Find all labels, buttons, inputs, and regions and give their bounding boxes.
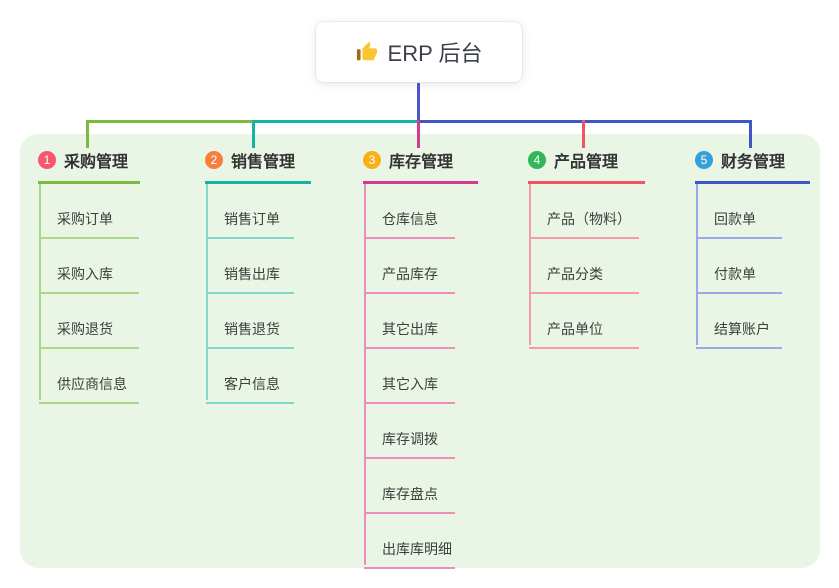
branch-item-label: 采购退货 <box>39 319 139 349</box>
branch-number-badge: 3 <box>363 151 381 169</box>
branch-stem-line <box>696 184 698 345</box>
branch-item-label: 产品分类 <box>529 264 639 294</box>
branch-header[interactable]: 2 销售管理 <box>205 146 311 184</box>
root-label: ERP 后台 <box>387 41 483 66</box>
branch-stem-line <box>39 184 41 400</box>
connector-drop-1 <box>86 120 89 148</box>
branch-item[interactable]: 销售订单 <box>206 184 311 239</box>
branch-item-label: 库存盘点 <box>364 484 455 514</box>
branch-title: 产品管理 <box>554 154 619 171</box>
branches-panel <box>20 134 820 568</box>
branch-item[interactable]: 库存盘点 <box>364 459 478 514</box>
branch-number-badge: 1 <box>38 151 56 169</box>
branch-item[interactable]: 产品（物料） <box>529 184 645 239</box>
branch-title: 销售管理 <box>231 154 296 171</box>
branch-item[interactable]: 回款单 <box>696 184 810 239</box>
branch-item-label: 产品库存 <box>364 264 455 294</box>
branch-item-label: 产品单位 <box>529 319 639 349</box>
branch-header[interactable]: 5 财务管理 <box>695 146 810 184</box>
branch-3: 3 库存管理 仓库信息产品库存其它出库其它入库库存调拨库存盘点出库库明细 <box>363 146 478 569</box>
branch-item[interactable]: 仓库信息 <box>364 184 478 239</box>
branch-item[interactable]: 产品单位 <box>529 294 645 349</box>
branch-stem-line <box>206 184 208 400</box>
branch-items: 销售订单销售出库销售退货客户信息 <box>206 184 311 404</box>
connector-bus-teal <box>253 120 419 123</box>
branch-item[interactable]: 客户信息 <box>206 349 311 404</box>
branch-items: 采购订单采购入库采购退货供应商信息 <box>39 184 140 404</box>
branch-item[interactable]: 采购入库 <box>39 239 140 294</box>
branch-item-label: 客户信息 <box>206 374 294 404</box>
branch-item[interactable]: 产品分类 <box>529 239 645 294</box>
branch-item[interactable]: 库存调拨 <box>364 404 478 459</box>
branch-item[interactable]: 出库库明细 <box>364 514 478 569</box>
branch-header[interactable]: 1 采购管理 <box>38 146 140 184</box>
branch-item-label: 其它出库 <box>364 319 455 349</box>
branch-header[interactable]: 3 库存管理 <box>363 146 478 184</box>
branch-items: 仓库信息产品库存其它出库其它入库库存调拨库存盘点出库库明细 <box>364 184 478 569</box>
branch-item[interactable]: 销售出库 <box>206 239 311 294</box>
branch-stem-line <box>364 184 366 565</box>
branch-item-label: 其它入库 <box>364 374 455 404</box>
branch-item-label: 出库库明细 <box>364 539 455 569</box>
connector-drop-5 <box>749 120 752 148</box>
thumbs-up-icon <box>356 41 378 63</box>
connector-bus-green <box>86 120 253 123</box>
branch-number-badge: 4 <box>528 151 546 169</box>
branch-item-label: 付款单 <box>696 264 782 294</box>
branch-item[interactable]: 结算账户 <box>696 294 810 349</box>
branch-title: 采购管理 <box>64 154 129 171</box>
branch-title: 库存管理 <box>389 154 454 171</box>
branch-2: 2 销售管理 销售订单销售出库销售退货客户信息 <box>205 146 311 404</box>
branch-item-label: 销售退货 <box>206 319 294 349</box>
connector-root-stem <box>417 82 420 122</box>
branch-items: 回款单付款单结算账户 <box>696 184 810 349</box>
branch-4: 4 产品管理 产品（物料） 产品分类产品单位 <box>528 146 645 349</box>
branch-item-label: 仓库信息 <box>364 209 455 239</box>
connector-drop-4 <box>582 120 585 148</box>
branch-item-label: 销售订单 <box>206 209 294 239</box>
branch-item-label: 产品（物料） <box>529 209 639 239</box>
branch-title: 财务管理 <box>721 154 786 171</box>
branch-item[interactable]: 其它入库 <box>364 349 478 404</box>
branch-item-label: 库存调拨 <box>364 429 455 459</box>
branch-item-label: 采购订单 <box>39 209 139 239</box>
branch-item[interactable]: 供应商信息 <box>39 349 140 404</box>
branch-item[interactable]: 付款单 <box>696 239 810 294</box>
branch-number-badge: 2 <box>205 151 223 169</box>
branch-items: 产品（物料） 产品分类产品单位 <box>529 184 645 349</box>
branch-header[interactable]: 4 产品管理 <box>528 146 645 184</box>
branch-item-label: 结算账户 <box>696 319 782 349</box>
branch-5: 5 财务管理 回款单付款单结算账户 <box>695 146 810 349</box>
branch-item-label: 采购入库 <box>39 264 139 294</box>
branch-item-label: 回款单 <box>696 209 782 239</box>
branch-item[interactable]: 其它出库 <box>364 294 478 349</box>
root-node[interactable]: ERP 后台 <box>316 22 522 82</box>
connector-bus-blue <box>419 120 752 123</box>
branch-item[interactable]: 采购退货 <box>39 294 140 349</box>
branch-stem-line <box>529 184 531 345</box>
branch-item[interactable]: 产品库存 <box>364 239 478 294</box>
branch-number-badge: 5 <box>695 151 713 169</box>
branch-item-label: 供应商信息 <box>39 374 139 404</box>
branch-item-label: 销售出库 <box>206 264 294 294</box>
branch-1: 1 采购管理 采购订单采购入库采购退货供应商信息 <box>38 146 140 404</box>
connector-drop-3 <box>417 120 420 148</box>
connector-drop-2 <box>252 120 255 148</box>
branch-item[interactable]: 销售退货 <box>206 294 311 349</box>
branch-item[interactable]: 采购订单 <box>39 184 140 239</box>
